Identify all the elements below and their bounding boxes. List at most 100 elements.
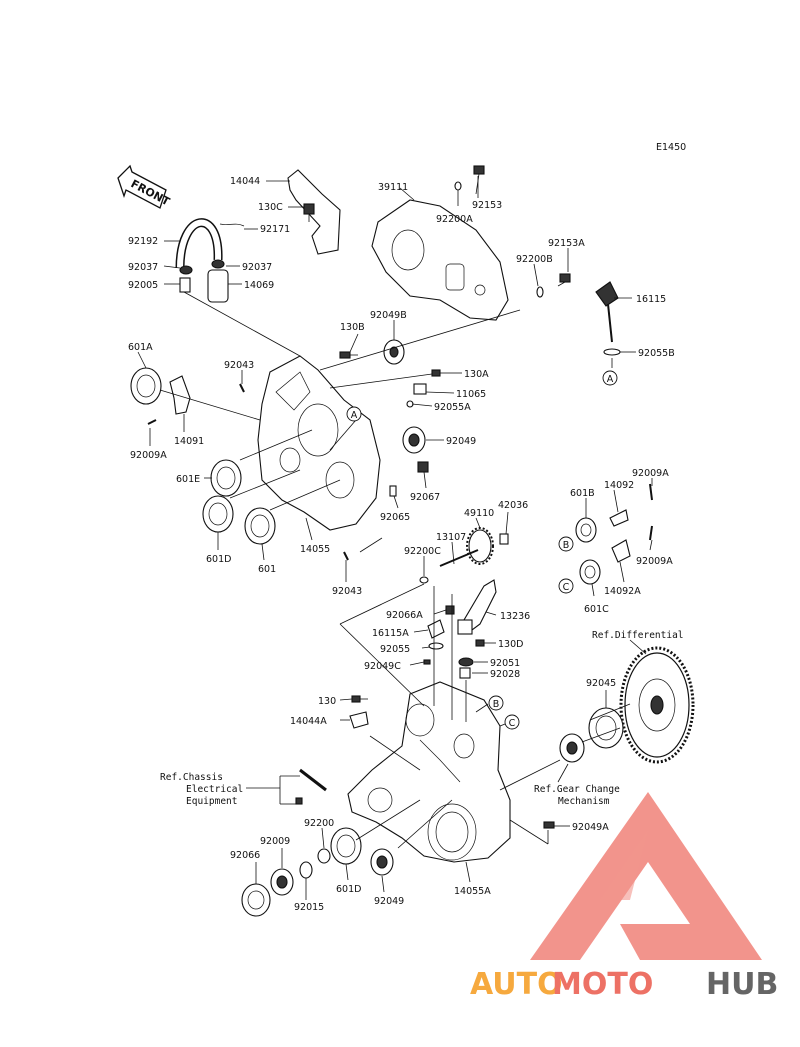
- label-130C: 130C: [258, 202, 283, 213]
- leader-lines: [137, 176, 653, 900]
- label-92043a: 92043: [224, 360, 254, 371]
- label-14055A: 14055A: [454, 886, 491, 897]
- label-92055B: 92055B: [638, 348, 675, 359]
- label-92171: 92171: [260, 224, 290, 235]
- label-92049C: 92049C: [364, 661, 401, 672]
- bearing-601C: [579, 559, 601, 585]
- watermark-text-moto: MOTO: [552, 967, 653, 1002]
- label-14092A: 14092A: [604, 586, 641, 597]
- bearing-601D-lower: [330, 827, 362, 865]
- watermark-text-auto: AUTO: [470, 967, 563, 1002]
- bearing-601: [244, 507, 276, 545]
- label-601D: 601D: [206, 554, 231, 565]
- label-92037b: 92037: [242, 262, 272, 273]
- ref-gear-change-2: Mechanism: [558, 796, 610, 807]
- gear-49110: [466, 527, 494, 565]
- page-code: E1450: [656, 142, 686, 153]
- label-601A: 601A: [128, 342, 153, 353]
- label-92153A: 92153A: [548, 238, 585, 249]
- label-92028: 92028: [490, 669, 520, 680]
- label-130A: 130A: [464, 369, 489, 380]
- label-92055A: 92055A: [434, 402, 471, 413]
- label-11065: 11065: [456, 389, 486, 400]
- watermark-text-hub: HUB: [706, 967, 778, 1002]
- label-39111: 39111: [378, 182, 408, 193]
- label-92200A: 92200A: [436, 214, 473, 225]
- seal-92049B: [383, 339, 405, 365]
- seal-92009: [270, 868, 294, 896]
- label-92067: 92067: [410, 492, 440, 503]
- label-92049b: 92049: [374, 896, 404, 907]
- svg-text:B: B: [493, 699, 500, 710]
- label-601E: 601E: [176, 474, 200, 485]
- label-16115: 16115: [636, 294, 666, 305]
- bearing-601B: [575, 517, 597, 543]
- label-601Db: 601D: [336, 884, 361, 895]
- crankcase-right-14055A: [347, 681, 511, 863]
- gear-change-part: [559, 733, 585, 763]
- svg-text:A: A: [351, 410, 358, 421]
- label-92055: 92055: [380, 644, 410, 655]
- front-arrow-icon: FRONT: [117, 164, 172, 209]
- label-92049B: 92049B: [370, 310, 407, 321]
- svg-text:C: C: [509, 718, 516, 729]
- label-92051: 92051: [490, 658, 520, 669]
- svg-text:B: B: [563, 540, 570, 551]
- label-92009Aa: 92009A: [130, 450, 167, 461]
- watermark-logo: AUTO MOTO HUB: [470, 792, 778, 1002]
- label-14091: 14091: [174, 436, 204, 447]
- label-92049A: 92049A: [572, 822, 609, 833]
- label-14044: 14044: [230, 176, 260, 187]
- cap-92066: [241, 883, 271, 917]
- label-14044A: 14044A: [290, 716, 327, 727]
- bearing-601D: [202, 495, 234, 533]
- label-601C: 601C: [584, 604, 609, 615]
- ref-chassis-3: Equipment: [186, 796, 237, 807]
- svg-text:C: C: [563, 582, 570, 593]
- ref-chassis-2: Electrical: [186, 784, 243, 795]
- label-92200C: 92200C: [404, 546, 441, 557]
- label-13236: 13236: [500, 611, 530, 622]
- label-92009Ac: 92009A: [636, 556, 673, 567]
- label-16115A: 16115A: [372, 628, 409, 639]
- label-92045: 92045: [586, 678, 616, 689]
- crankcase-left-14055: [257, 355, 381, 531]
- bearing-601A: [130, 367, 162, 405]
- differential-gear: [619, 646, 695, 764]
- label-130B: 130B: [340, 322, 365, 333]
- bearing-601E: [210, 459, 242, 497]
- seal-92015: [299, 861, 313, 879]
- label-130D: 130D: [498, 639, 523, 650]
- label-92043b: 92043: [332, 586, 362, 597]
- callouts: A A B C B C: [346, 370, 618, 730]
- label-13107: 13107: [436, 532, 466, 543]
- label-92066: 92066: [230, 850, 260, 861]
- label-92037a: 92037: [128, 262, 158, 273]
- label-14055: 14055: [300, 544, 330, 555]
- label-42036: 42036: [498, 500, 528, 511]
- ref-gear-change-1: Ref.Gear Change: [534, 784, 620, 795]
- svg-text:A: A: [607, 374, 614, 385]
- label-49110: 49110: [464, 508, 494, 519]
- watermark-triangle-icon: [530, 792, 762, 960]
- label-92153: 92153: [472, 200, 502, 211]
- label-92200: 92200: [304, 818, 334, 829]
- label-92065: 92065: [380, 512, 410, 523]
- label-92049a: 92049: [446, 436, 476, 447]
- label-92200B: 92200B: [516, 254, 553, 265]
- label-92015: 92015: [294, 902, 324, 913]
- label-130: 130: [318, 696, 336, 707]
- label-14092: 14092: [604, 480, 634, 491]
- ref-differential: Ref.Differential: [592, 630, 684, 641]
- seal-92049-lower: [370, 848, 394, 876]
- part-labels: 14044 39111 92153 92200A 130C 92192 9217…: [128, 176, 675, 913]
- label-92066A: 92066A: [386, 610, 423, 621]
- label-14069: 14069: [244, 280, 274, 291]
- label-92009: 92009: [260, 836, 290, 847]
- label-92005: 92005: [128, 280, 158, 291]
- seal-92049: [402, 426, 426, 454]
- label-92192: 92192: [128, 236, 158, 247]
- label-92009Ab: 92009A: [632, 468, 669, 479]
- label-601B: 601B: [570, 488, 595, 499]
